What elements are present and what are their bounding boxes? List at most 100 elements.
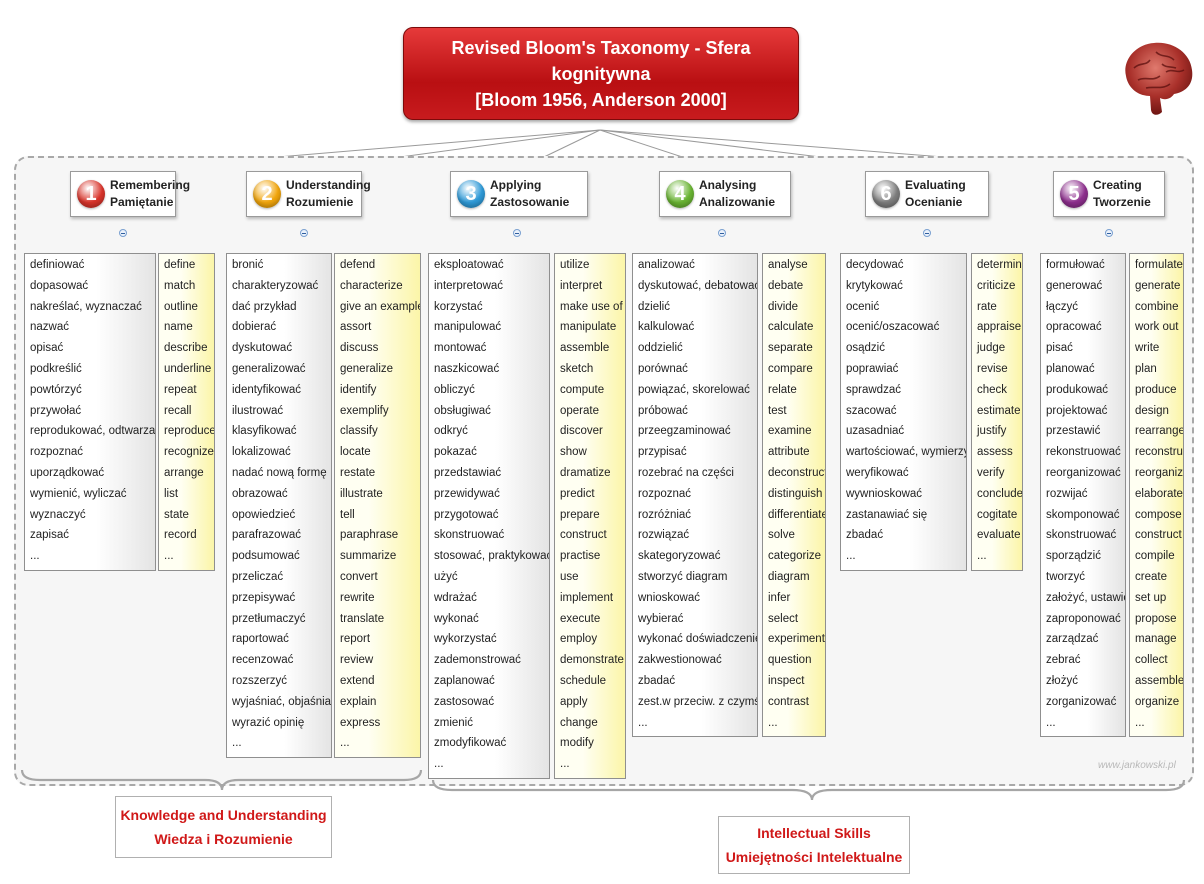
verb-item: zbadać	[638, 674, 676, 687]
verb-item: construct	[560, 529, 607, 542]
knowledge-label-pl: Wiedza i Rozumienie	[154, 831, 293, 847]
verb-item: eksploatować	[434, 259, 504, 271]
collapse-toggle-icon[interactable]	[1105, 229, 1113, 237]
verb-item: wykorzystać	[434, 633, 497, 646]
category-label-en: Understanding	[286, 178, 371, 192]
verb-item: zmodyfikować	[434, 737, 507, 750]
category-label-en: Applying	[490, 178, 542, 192]
verb-item: schedule	[560, 674, 607, 687]
category-label-pl: Analizowanie	[699, 195, 776, 209]
verb-item: dzielić	[638, 300, 670, 313]
verb-item: krytykować	[846, 279, 903, 292]
verb-item: powtórzyć	[30, 383, 82, 396]
verb-item: infer	[768, 591, 791, 604]
category-label-pl: Ocenianie	[905, 195, 963, 209]
verb-item: korzystać	[434, 300, 483, 313]
verb-item: decydować	[846, 259, 904, 271]
verb-item: recall	[164, 404, 192, 417]
verb-item: organize	[1135, 695, 1180, 708]
collapse-toggle-icon[interactable]	[718, 229, 726, 237]
verb-item: skonstruować	[1046, 529, 1117, 542]
verb-item: estimate	[977, 404, 1021, 417]
verb-item: criticize	[977, 279, 1016, 292]
verb-item: demonstrate	[560, 654, 624, 667]
verb-item: elaborate	[1135, 487, 1183, 500]
verb-item: skategoryzować	[638, 550, 721, 563]
verb-item: report	[340, 633, 371, 646]
verb-item: construct	[1135, 529, 1182, 542]
verb-item: ...	[164, 550, 174, 563]
central-topic[interactable]: Revised Bloom's Taxonomy - Sfera kognity…	[403, 27, 799, 120]
verb-item: define	[164, 259, 196, 271]
verb-item: ...	[30, 550, 40, 563]
verb-item: sprawdzać	[846, 383, 901, 396]
verb-item: dramatize	[560, 466, 611, 479]
collapse-toggle-icon[interactable]	[923, 229, 931, 237]
verb-item: rozebrać na części	[638, 466, 734, 479]
intellectual-label-pl: Umiejętności Intelektualne	[725, 849, 903, 865]
verb-item: extend	[340, 674, 375, 687]
verb-item: create	[1135, 570, 1167, 583]
verb-item: klasyfikować	[232, 425, 297, 438]
verb-item: dyskutować, debatować	[638, 279, 758, 292]
category-number-badge: 2	[253, 180, 281, 208]
verb-item: outline	[164, 300, 198, 313]
category-label-pl: Tworzenie	[1093, 195, 1151, 209]
verb-item: generalizować	[232, 362, 306, 375]
category-number-badge: 5	[1060, 180, 1088, 208]
verb-item: zademonstrować	[434, 654, 521, 667]
verb-item: record	[164, 529, 197, 542]
verb-item: powiązać, skorelować	[638, 383, 750, 396]
category-number-badge: 3	[457, 180, 485, 208]
verb-item: distinguish	[768, 487, 823, 500]
category-label-pl: Rozumienie	[286, 195, 354, 209]
verb-item: zakwestionować	[638, 654, 722, 667]
verb-item: compile	[1135, 550, 1175, 563]
verb-item: work out	[1135, 321, 1179, 334]
verb-item: dać przykład	[232, 300, 297, 313]
collapse-toggle-icon[interactable]	[119, 229, 127, 237]
verb-item: podkreślić	[30, 362, 82, 375]
verb-item: kalkulować	[638, 321, 695, 334]
verb-item: montować	[434, 342, 487, 355]
verb-item: parafrazować	[232, 529, 302, 542]
verb-item: weryfikować	[846, 466, 909, 479]
verb-item: repeat	[164, 383, 197, 396]
collapse-toggle-icon[interactable]	[513, 229, 521, 237]
verb-item: uzasadniać	[846, 425, 905, 438]
verb-item: przepisywać	[232, 591, 296, 604]
verb-item: determine	[977, 259, 1022, 271]
verb-item: examine	[768, 425, 812, 438]
verb-item: bronić	[232, 259, 264, 271]
verb-item: przedstawiać	[434, 466, 502, 479]
verb-item: zastosować	[434, 695, 495, 708]
verb-item: exemplify	[340, 404, 389, 417]
verb-item: wyrazić opinię	[232, 716, 305, 729]
category-label-en: Creating	[1093, 178, 1142, 192]
collapse-toggle-icon[interactable]	[300, 229, 308, 237]
verb-item: zebrać	[1046, 654, 1081, 667]
verb-item: sketch	[560, 362, 594, 375]
verb-item: produkować	[1046, 383, 1109, 396]
verb-item: projektować	[1046, 404, 1108, 417]
verb-item: set up	[1135, 591, 1167, 604]
verb-item: obliczyć	[434, 383, 475, 396]
verb-item: nadać nową formę	[232, 466, 327, 479]
verb-item: rozszerzyć	[232, 674, 287, 687]
category-label-en: Remembering	[110, 178, 191, 192]
verb-item: pisać	[1046, 342, 1073, 355]
verb-item: rearrange	[1135, 425, 1184, 438]
verb-item: assort	[340, 321, 372, 334]
verb-item: stworzyć diagram	[638, 570, 728, 583]
verb-item: nakreślać, wyznaczać	[30, 300, 142, 313]
verb-item: manage	[1135, 633, 1177, 646]
